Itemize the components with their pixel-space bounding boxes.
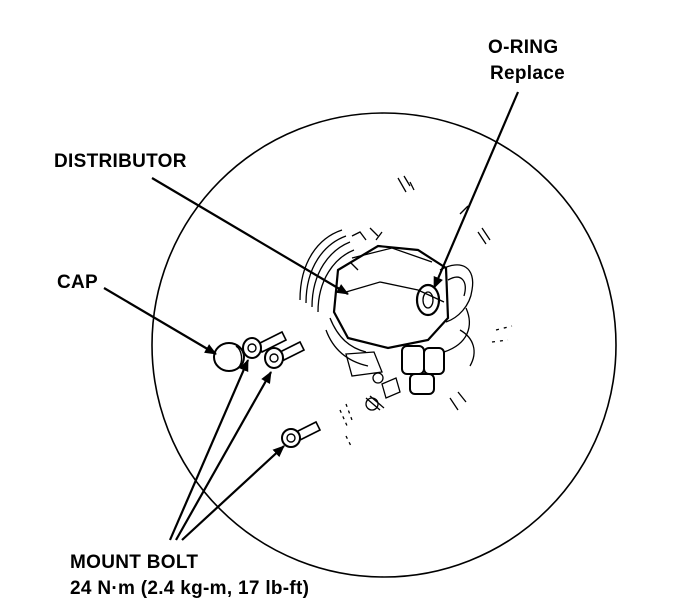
- distributor-label: DISTRIBUTOR: [54, 151, 187, 172]
- mount-bolt-leader-arrow-3: [181, 445, 285, 541]
- mount-bolt-1: [242, 330, 288, 359]
- engine-sketch: [299, 175, 513, 449]
- mount-bolt-3: [281, 420, 322, 448]
- mount-bolt-leader-arrow-2: [175, 371, 272, 541]
- oring-leader-arrow: [432, 91, 520, 289]
- distributor-leader-arrow: [151, 177, 349, 295]
- cap-leader-arrow: [103, 287, 217, 355]
- detail-circle: [151, 112, 617, 578]
- mount-bolt-label: MOUNT BOLT: [70, 552, 199, 573]
- oring-replace-note: Replace: [490, 63, 565, 84]
- cap-label: CAP: [57, 272, 99, 293]
- mount-bolt-torque-spec: 24 N·m (2.4 kg-m, 17 lb-ft): [70, 578, 310, 599]
- mount-bolt-leader-arrow-1: [168, 359, 250, 541]
- mount-bolt-2: [264, 340, 306, 369]
- leader-arrows: [103, 91, 520, 541]
- cap-part: [213, 342, 245, 372]
- oring-title-label: O-RING: [488, 37, 559, 58]
